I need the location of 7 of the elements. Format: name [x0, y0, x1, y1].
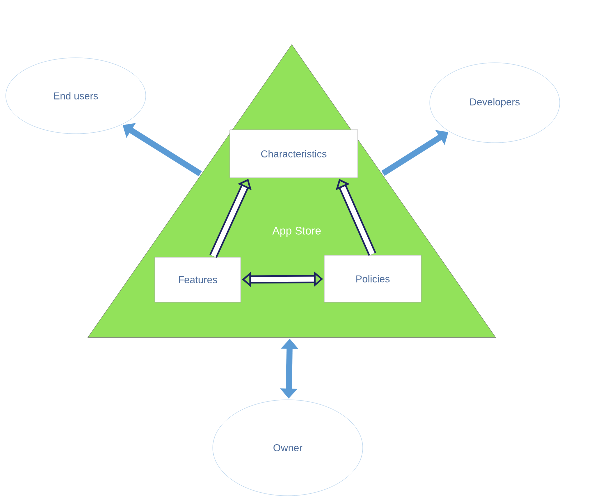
process-box: Features: [154, 257, 242, 303]
process-box: Characteristics: [230, 130, 358, 178]
ellipse-node: Developers: [430, 62, 560, 144]
arrow: [336, 179, 376, 256]
ellipse-node: Owner: [212, 400, 364, 496]
process-box: Policies: [324, 255, 422, 303]
ellipse-node: End users: [6, 58, 146, 134]
